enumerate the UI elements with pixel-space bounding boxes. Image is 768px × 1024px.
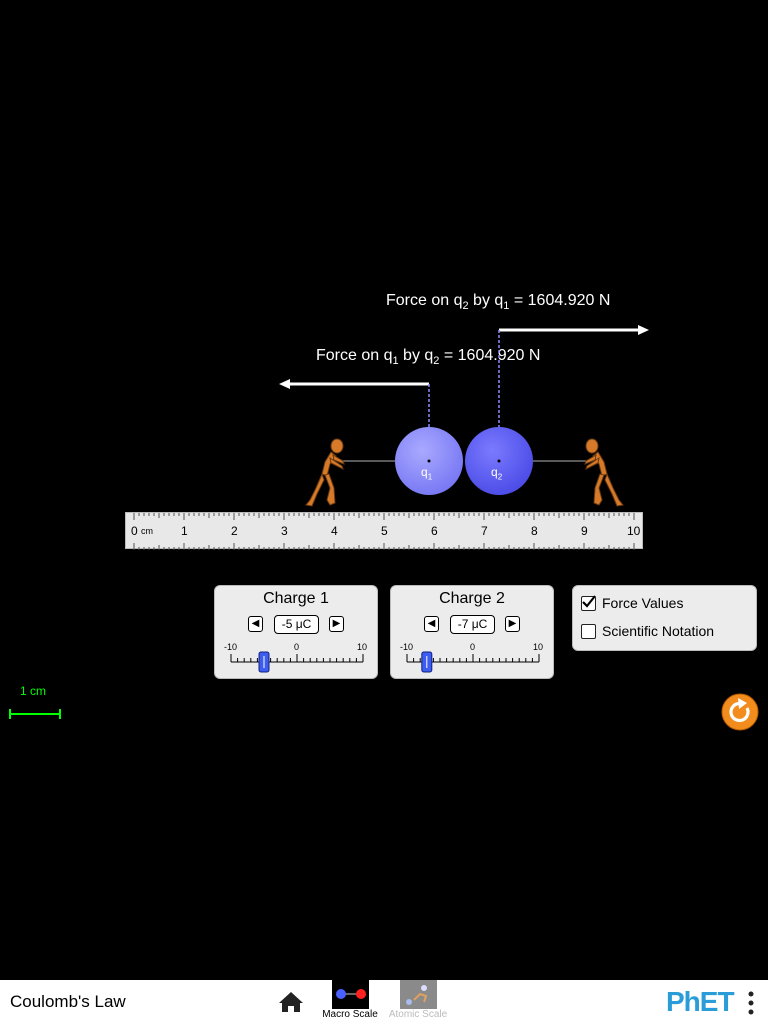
slider-thumb[interactable] — [421, 651, 433, 673]
force-arrow-q1 — [279, 379, 429, 389]
ruler-tick-label: 7 — [481, 524, 488, 538]
phet-logo[interactable]: PhET — [666, 986, 735, 1017]
force-values-checkbox[interactable] — [581, 594, 596, 611]
charge1-min-label: -10 — [224, 642, 238, 652]
charge2-value: -7 μC — [450, 615, 495, 634]
atomic-scale-label: Atomic Scale — [388, 1009, 448, 1020]
ruler-tick-label: 2 — [231, 524, 238, 538]
home-icon[interactable] — [278, 990, 304, 1014]
ruler-ticks — [133, 513, 635, 550]
charge2-slider[interactable] — [391, 648, 555, 688]
force-label-q2: Force on q2 by q1 = 1604.920 N — [386, 292, 611, 313]
ruler-tick-label: 6 — [431, 524, 438, 538]
ruler-tick-label: 9 — [581, 524, 588, 538]
atomic-scale-screen-button[interactable]: Atomic Scale — [388, 980, 448, 1024]
charge2-min-label: -10 — [400, 642, 414, 652]
charge2-title: Charge 2 — [439, 590, 505, 607]
force-values-option[interactable]: Force Values — [581, 594, 684, 611]
checkmark-icon — [582, 594, 596, 608]
charge2-decrement-button[interactable]: ◀ — [424, 616, 439, 632]
charge1-mid-label: 0 — [294, 642, 300, 652]
charge2-panel: Charge 2 ◀ -7 μC ▶ -10 0 10 — [390, 585, 554, 679]
charge1-panel: Charge 1 ◀ -5 μC ▶ -10 0 10 — [214, 585, 378, 679]
ruler-tick-label: 10 — [627, 524, 641, 538]
navigation-bar: Coulomb's Law Macro Scale Atomic Scale P… — [0, 980, 768, 1024]
reset-icon — [729, 698, 750, 723]
atomic-scale-icon — [400, 980, 437, 1009]
charge2-max-label: 10 — [533, 642, 544, 652]
charge1-slider[interactable] — [215, 648, 379, 688]
play-area — [279, 325, 649, 507]
reset-all-button[interactable] — [720, 692, 760, 732]
slider-thumb[interactable] — [258, 651, 270, 673]
macro-scale-icon — [332, 980, 369, 1009]
scientific-notation-label: Scientific Notation — [602, 623, 715, 639]
macro-scale-label: Macro Scale — [322, 1009, 378, 1020]
ruler-unit-label: cm — [141, 526, 153, 536]
charge-q2-sphere[interactable] — [465, 427, 533, 495]
ruler-tick-label: 8 — [531, 524, 538, 538]
app-title: Coulomb's Law — [10, 992, 126, 1011]
options-panel: Force Values Scientific Notation — [572, 585, 757, 651]
q2-label: q2 — [491, 465, 503, 482]
puller-right-figure — [584, 438, 624, 507]
scientific-notation-option[interactable]: Scientific Notation — [581, 623, 714, 639]
ruler-tick-label: 0 — [131, 524, 138, 538]
charge1-increment-button[interactable]: ▶ — [329, 616, 344, 632]
puller-left-figure — [305, 438, 345, 507]
scientific-notation-checkbox[interactable] — [581, 623, 596, 639]
charge1-title: Charge 1 — [263, 590, 329, 607]
force-label-q1: Force on q1 by q2 = 1604.920 N — [316, 347, 541, 368]
ruler-tick-label: 5 — [381, 524, 388, 538]
scale-indicator-bar — [9, 709, 61, 719]
charge1-value: -5 μC — [274, 615, 319, 634]
charge1-max-label: 10 — [357, 642, 368, 652]
charge2-increment-button[interactable]: ▶ — [505, 616, 520, 632]
ruler-tick-label: 3 — [281, 524, 288, 538]
charge1-decrement-button[interactable]: ◀ — [248, 616, 263, 632]
force-values-label: Force Values — [602, 595, 684, 611]
scale-indicator-label: 1 cm — [20, 684, 47, 698]
ruler-tick-label: 1 — [181, 524, 188, 538]
ruler-tick-label: 4 — [331, 524, 338, 538]
charge2-mid-label: 0 — [470, 642, 476, 652]
force-arrow-q2 — [499, 325, 649, 335]
q1-label: q1 — [421, 465, 433, 482]
macro-scale-screen-button[interactable]: Macro Scale — [322, 980, 378, 1024]
more-options-icon[interactable] — [746, 990, 756, 1018]
charge-q1-sphere[interactable] — [395, 427, 463, 495]
